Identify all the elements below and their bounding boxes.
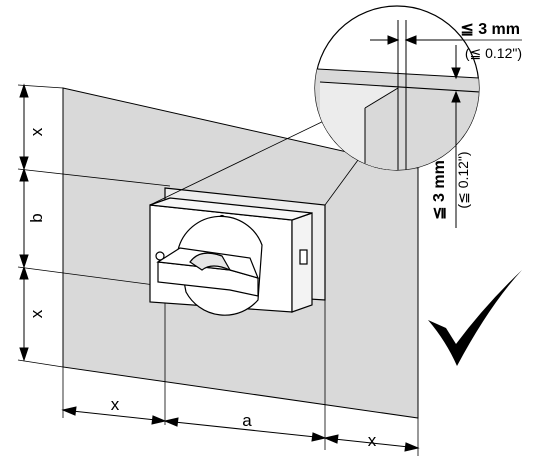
detail-circle — [314, 5, 480, 171]
gap-vertical-label: ≦ 3 mm — [431, 160, 448, 220]
dim-a: a — [242, 411, 252, 430]
dim-x-middle: x — [27, 309, 46, 318]
dim-x-bottom-right: x — [368, 431, 377, 450]
dim-x-bottom-left: x — [111, 395, 120, 414]
detail-leaders — [149, 117, 359, 206]
check-icon — [428, 270, 522, 366]
gap-vertical-inch: (≦ 0.12") — [455, 151, 471, 208]
gap-horizontal-inch: (≦ 0.12") — [465, 45, 522, 61]
horizontal-dimension — [61, 406, 420, 452]
gap-dimension-vertical — [451, 45, 461, 228]
switch-top — [149, 197, 313, 221]
reference-lines — [17, 84, 419, 456]
vertical-dimension — [19, 83, 29, 362]
dim-x-top: x — [27, 127, 46, 136]
gap-dimension-horizontal — [370, 35, 522, 45]
switch — [149, 187, 326, 316]
side-slot — [299, 249, 308, 265]
gap-horizontal-label: ≦ 3 mm — [460, 21, 520, 38]
dim-b: b — [27, 213, 46, 222]
indicator — [155, 251, 165, 261]
handle-grip — [189, 252, 232, 272]
